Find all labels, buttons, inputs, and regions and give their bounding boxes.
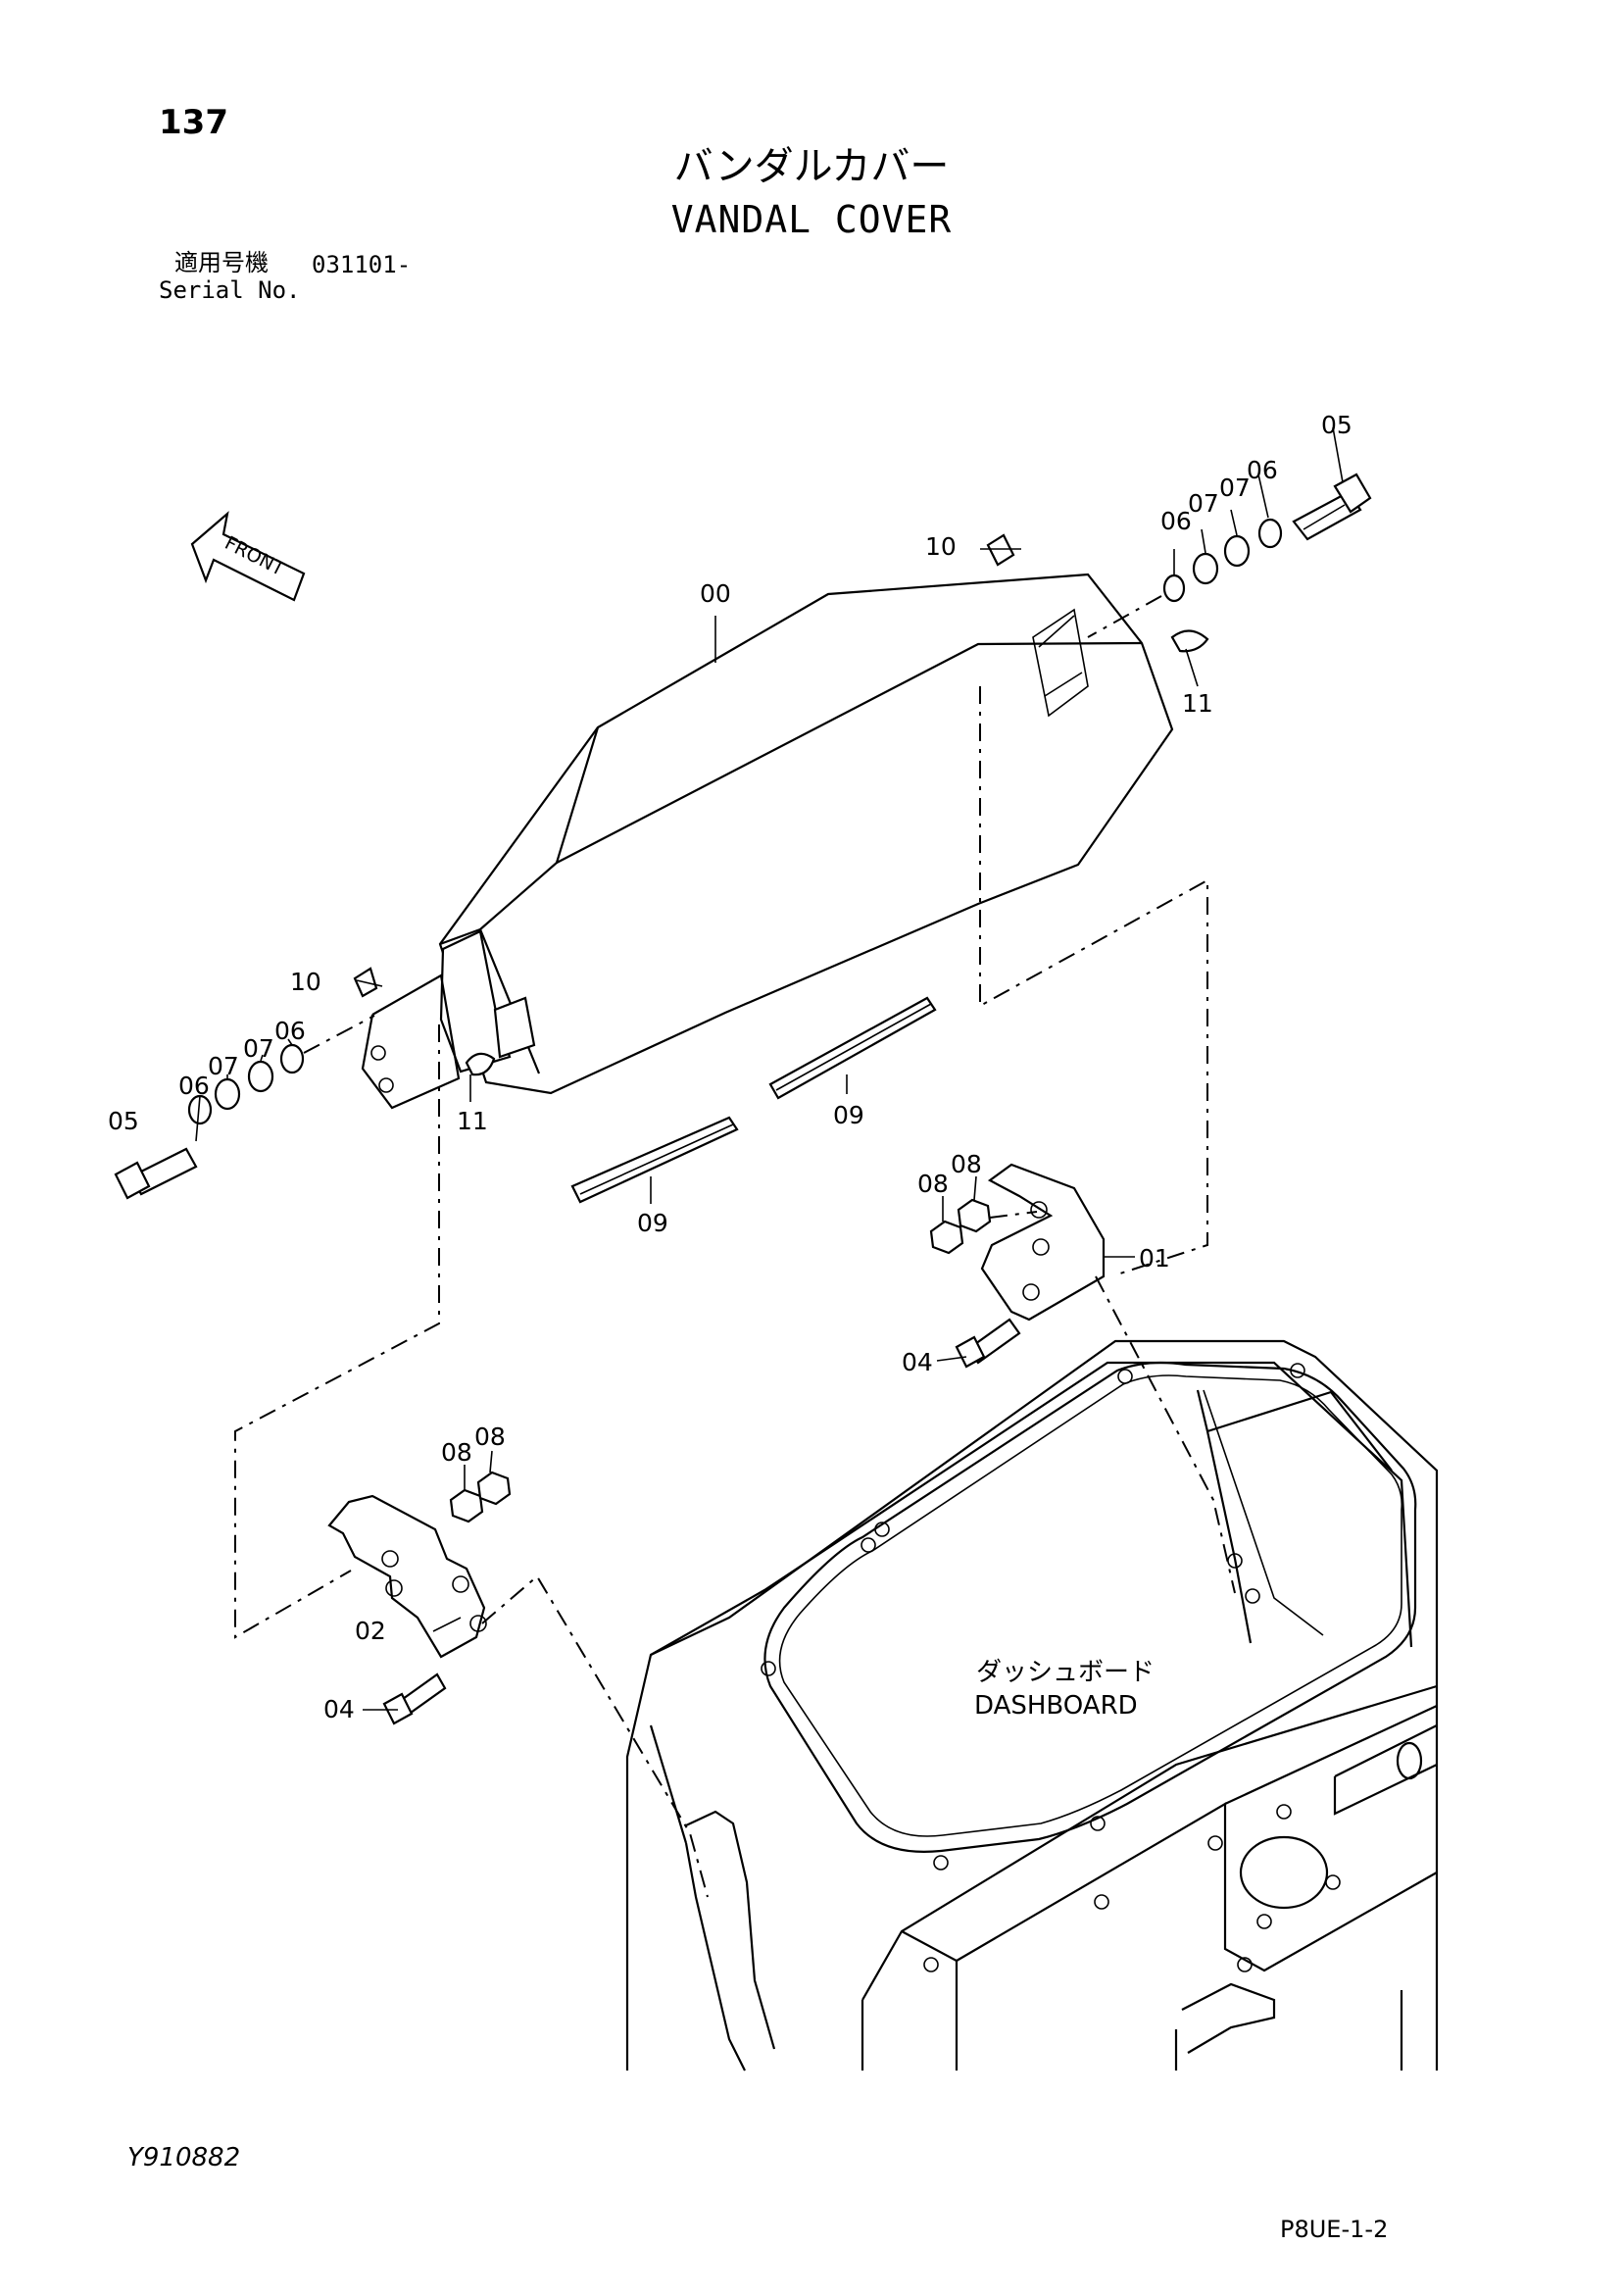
washer-top-b-part <box>1257 518 1283 549</box>
callout-nut-left-b: 08 <box>474 1423 506 1451</box>
serial-label-english: Serial No. <box>159 276 301 304</box>
serial-number-value: 031101- <box>312 251 412 278</box>
callout-lockwasher-left-a: 07 <box>208 1052 239 1080</box>
lockwasher-left-b-part <box>247 1060 274 1093</box>
clip-top-part <box>986 533 1015 567</box>
callout-washer-left-b: 06 <box>274 1017 306 1045</box>
lockwasher-left-a-part <box>214 1077 241 1111</box>
callout-seal-right: 09 <box>833 1101 864 1129</box>
callout-washer-top-b: 06 <box>1247 456 1278 484</box>
bracket-left-part <box>327 1494 487 1659</box>
serial-label-japanese: 適用号機 <box>174 249 269 276</box>
bolt-top-part <box>1292 473 1372 541</box>
bolt-small-left-part <box>382 1672 447 1725</box>
callout-bolt-left: 05 <box>108 1107 139 1135</box>
callout-seal-left: 09 <box>637 1209 668 1237</box>
title-english: VANDAL COVER <box>670 198 953 241</box>
bolt-left-part <box>114 1147 198 1200</box>
callout-nut-right-b: 08 <box>951 1150 982 1178</box>
callout-washer-left-a: 06 <box>178 1072 210 1100</box>
grommet-left-part <box>465 1052 496 1076</box>
dashboard-round-hole <box>1239 1835 1329 1910</box>
washer-left-b-part <box>279 1043 305 1074</box>
dashboard-label-japanese: ダッシュボード <box>976 1658 1155 1687</box>
nut-left-a-part <box>449 1488 484 1523</box>
callout-grommet-top: 11 <box>1182 689 1213 718</box>
bolt-small-right-part <box>955 1318 1021 1369</box>
callout-bracket-right: 01 <box>1139 1244 1170 1273</box>
edge-seal-left <box>570 1116 739 1204</box>
callout-lockwasher-left-b: 07 <box>243 1034 274 1063</box>
washer-top-a-part <box>1162 574 1186 603</box>
sheet-code: P8UE-1-2 <box>1280 2216 1389 2243</box>
nut-left-b-part <box>476 1471 512 1506</box>
lockwasher-top-b-part <box>1223 534 1251 568</box>
dashboard-label-english: DASHBOARD <box>974 1691 1138 1721</box>
callout-lockwasher-top-b: 07 <box>1219 474 1251 502</box>
callout-grommet-left: 11 <box>457 1107 488 1135</box>
lockwasher-top-a-part <box>1192 552 1219 585</box>
callout-clip-left: 10 <box>290 968 321 996</box>
front-arrow-label: FRONT <box>221 532 288 580</box>
callout-nut-right-a: 08 <box>917 1170 949 1198</box>
callout-bolt-small-left: 04 <box>323 1695 355 1723</box>
callout-cover: 00 <box>700 579 731 608</box>
callout-bolt-small-right: 04 <box>902 1348 933 1376</box>
front-arrow-icon: FRONT <box>190 511 306 602</box>
callout-lockwasher-top-a: 07 <box>1188 489 1219 518</box>
callout-bolt-top: 05 <box>1321 411 1352 439</box>
vandal-cover-part <box>361 573 1174 1110</box>
callout-clip-top: 10 <box>925 532 957 561</box>
dashboard-frame <box>625 1339 1439 2071</box>
nut-right-a-part <box>929 1220 964 1255</box>
drawing-code: Y910882 <box>127 2143 241 2172</box>
title-japanese: バンダルカバー <box>673 144 950 189</box>
nut-right-b-part <box>957 1198 992 1233</box>
bracket-right-part <box>980 1163 1106 1322</box>
callout-bracket-left: 02 <box>355 1617 386 1645</box>
callout-nut-left-a: 08 <box>441 1438 472 1467</box>
callout-washer-top-a: 06 <box>1160 507 1192 535</box>
edge-seal-right <box>768 996 937 1100</box>
grommet-top-part <box>1170 629 1209 653</box>
page-number: 137 <box>159 103 228 142</box>
